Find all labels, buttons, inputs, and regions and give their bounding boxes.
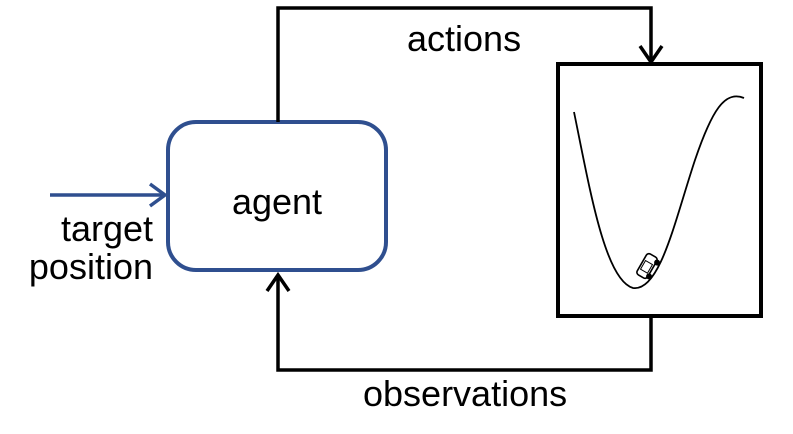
target-position-line2: position (28, 246, 153, 287)
agent-label: agent (231, 181, 323, 222)
observations-arrowhead (265, 271, 291, 292)
actions-connector (276, 6, 653, 122)
target-position-label: target position (29, 210, 153, 286)
valley-curve (573, 95, 745, 289)
actions-label: actions (407, 18, 522, 59)
environment-box (556, 62, 763, 318)
target-position-line1: target (60, 208, 153, 249)
observations-label: observations (363, 373, 568, 414)
target-input-arrowhead (148, 182, 168, 208)
observations-connector (276, 276, 653, 372)
car-icon (636, 252, 661, 280)
